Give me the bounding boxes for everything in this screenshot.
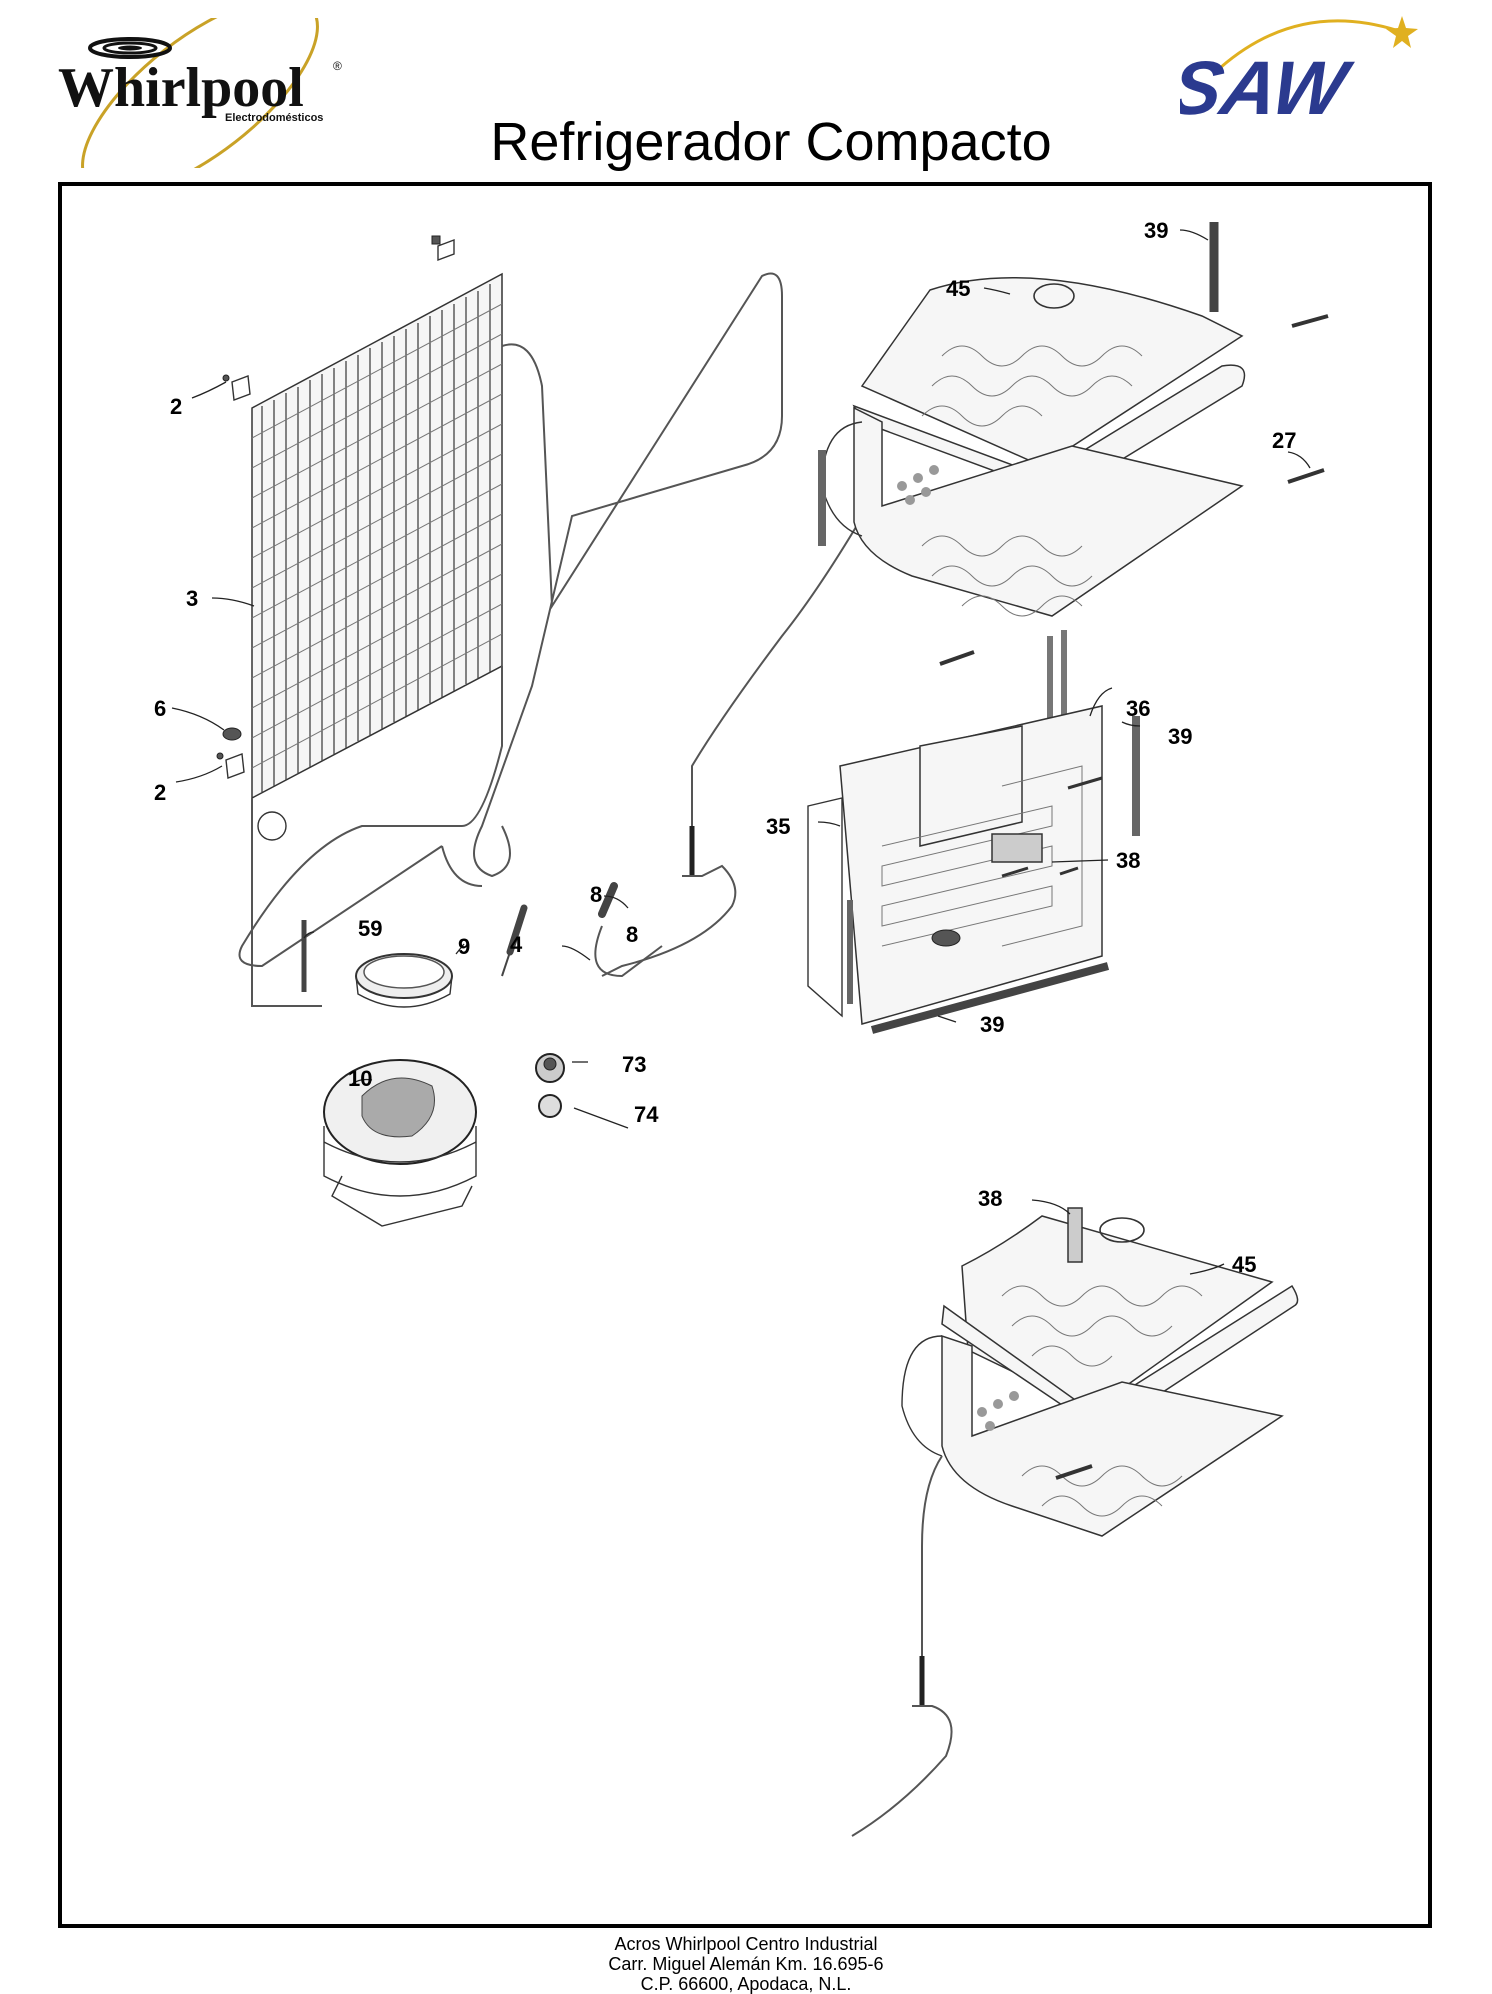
callout-45-top: 45 xyxy=(946,276,970,301)
callout-4: 4 xyxy=(510,932,523,957)
callout-9: 9 xyxy=(458,934,470,959)
callout-3: 3 xyxy=(186,586,198,611)
whirlpool-registered-mark: ® xyxy=(333,59,342,73)
header: Whirlpool ® Electrodomésticos SAW Refrig… xyxy=(0,0,1492,180)
leader-lines xyxy=(171,229,1311,1275)
saw-wordmark: SAW xyxy=(1180,47,1358,128)
callout-35: 35 xyxy=(766,814,790,839)
footer-line-company: Acros Whirlpool Centro Industrial xyxy=(614,1934,878,1954)
capillary-tube-lower xyxy=(851,1455,953,1837)
callout-39-bottom: 39 xyxy=(980,1012,1004,1037)
callout-2-upper: 2 xyxy=(170,394,182,419)
bolt-27-top xyxy=(1291,314,1329,328)
callout-8-b: 8 xyxy=(626,922,638,947)
callout-74: 74 xyxy=(634,1102,659,1127)
evaporator-plate-35 xyxy=(807,705,1103,1025)
callouts: 39 45 27 2 3 6 2 36 39 35 38 8 8 59 9 4 … xyxy=(154,218,1296,1277)
callout-2-lower: 2 xyxy=(154,780,166,805)
callout-45-lower: 45 xyxy=(1232,1252,1256,1277)
valve-8 xyxy=(594,882,663,978)
callout-38-lower: 38 xyxy=(978,1186,1002,1211)
whirlpool-wordmark: Whirlpool xyxy=(58,57,304,119)
parts-diagram-frame: 39 45 27 2 3 6 2 36 39 35 38 8 8 59 9 4 … xyxy=(58,182,1432,1928)
callout-27: 27 xyxy=(1272,428,1296,453)
callout-39-mid: 39 xyxy=(1168,724,1192,749)
overload-protector-74 xyxy=(538,1094,562,1118)
bracket-38-lower xyxy=(1067,1207,1083,1263)
callout-38-mid: 38 xyxy=(1116,848,1140,873)
condenser-bracket-top xyxy=(431,235,455,262)
evaporator-lower xyxy=(901,1215,1299,1537)
callout-36: 36 xyxy=(1126,696,1150,721)
whirlpool-logo: Whirlpool ® Electrodomésticos xyxy=(58,18,342,168)
whirlpool-subtitle: Electrodomésticos xyxy=(225,112,323,124)
page-title: Refrigerador Compacto xyxy=(490,112,1052,172)
callout-8-a: 8 xyxy=(590,882,602,907)
compressor-10 xyxy=(323,1059,477,1227)
pin-lower xyxy=(1059,866,1079,876)
bracket-2-upper xyxy=(222,374,251,401)
condenser-coil xyxy=(238,272,783,1007)
callout-73: 73 xyxy=(622,1052,646,1077)
evaporator-upper xyxy=(821,276,1246,617)
callout-10: 10 xyxy=(348,1066,372,1091)
clip-6 xyxy=(222,727,242,741)
parts-diagram: 39 45 27 2 3 6 2 36 39 35 38 8 8 59 9 4 … xyxy=(154,218,1329,1837)
grommet-ring-9 xyxy=(355,953,453,1008)
bolt-27 xyxy=(1287,468,1325,484)
callout-6: 6 xyxy=(154,696,166,721)
footer-line-city: C.P. 66600, Apodaca, N.L. xyxy=(640,1974,852,1994)
bracket-2-lower xyxy=(216,752,245,779)
footer-address: Acros Whirlpool Centro Industrial Carr. … xyxy=(0,1934,1492,1994)
saw-logo: SAW xyxy=(1180,16,1418,128)
relay-73 xyxy=(535,1053,565,1083)
capillary-tube xyxy=(601,499,873,977)
callout-39-top: 39 xyxy=(1144,218,1168,243)
footer-line-street: Carr. Miguel Alemán Km. 16.695-6 xyxy=(608,1954,884,1974)
drier-4 xyxy=(501,904,528,977)
callout-59: 59 xyxy=(358,916,382,941)
strip-39-bottom xyxy=(870,962,1110,1034)
